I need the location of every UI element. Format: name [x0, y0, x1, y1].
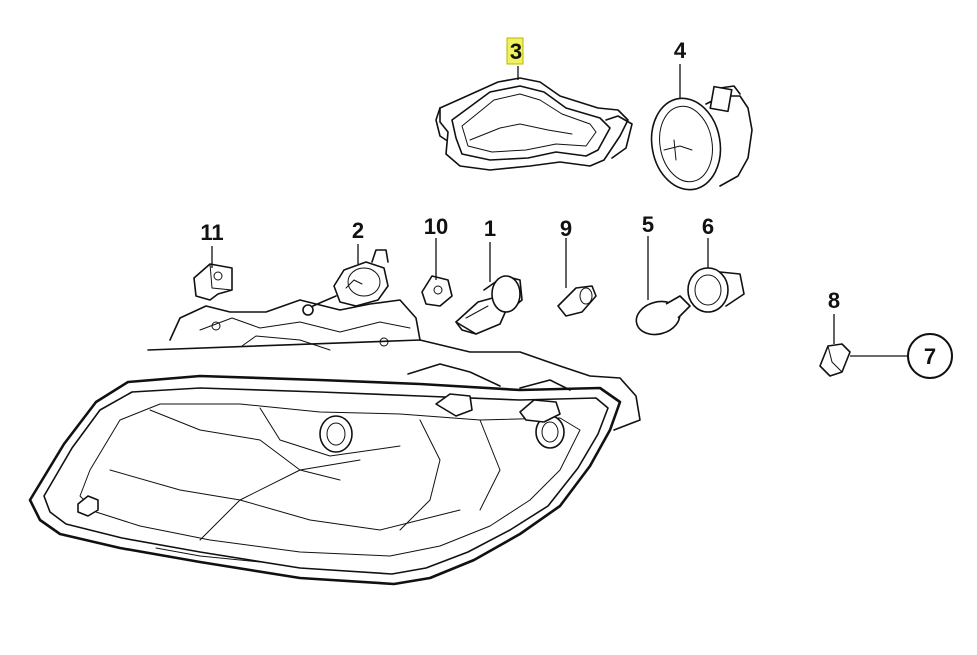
callout-6-label[interactable]: 6: [702, 214, 714, 239]
callout-5-label[interactable]: 5: [642, 212, 654, 237]
part-1-bulb[interactable]: [455, 275, 523, 335]
callout-3[interactable]: 3: [506, 37, 524, 65]
callout-8-label[interactable]: 8: [828, 288, 840, 313]
part-11-bracket[interactable]: [193, 263, 233, 301]
callout-4-label[interactable]: 4: [674, 38, 687, 63]
callout-9-label[interactable]: 9: [560, 216, 572, 241]
callout-2-label[interactable]: 2: [352, 218, 364, 243]
callout-3-label: 3: [510, 39, 522, 64]
callout-7-circle: [907, 333, 953, 379]
callout-10-label[interactable]: 10: [424, 214, 448, 239]
part-10-clip[interactable]: [421, 275, 453, 307]
part-5-indicator-bulb[interactable]: [633, 295, 691, 339]
leader-lines: [211, 64, 910, 357]
part-8-clip[interactable]: [819, 343, 851, 377]
callout-3-highlight: [506, 37, 524, 65]
callout-7-label: 7: [924, 344, 936, 369]
headlight-assembly[interactable]: [28, 299, 641, 586]
part-2-socket[interactable]: [302, 249, 389, 316]
part-6-socket[interactable]: [687, 267, 745, 313]
callout-1-label[interactable]: 1: [484, 216, 496, 241]
callout-11-label[interactable]: 11: [200, 220, 223, 245]
callout-7[interactable]: 7: [907, 333, 953, 379]
part-4-cap[interactable]: [645, 85, 753, 195]
part-9-wedge-bulb[interactable]: [557, 285, 597, 317]
part-3-gasket[interactable]: [435, 77, 633, 171]
